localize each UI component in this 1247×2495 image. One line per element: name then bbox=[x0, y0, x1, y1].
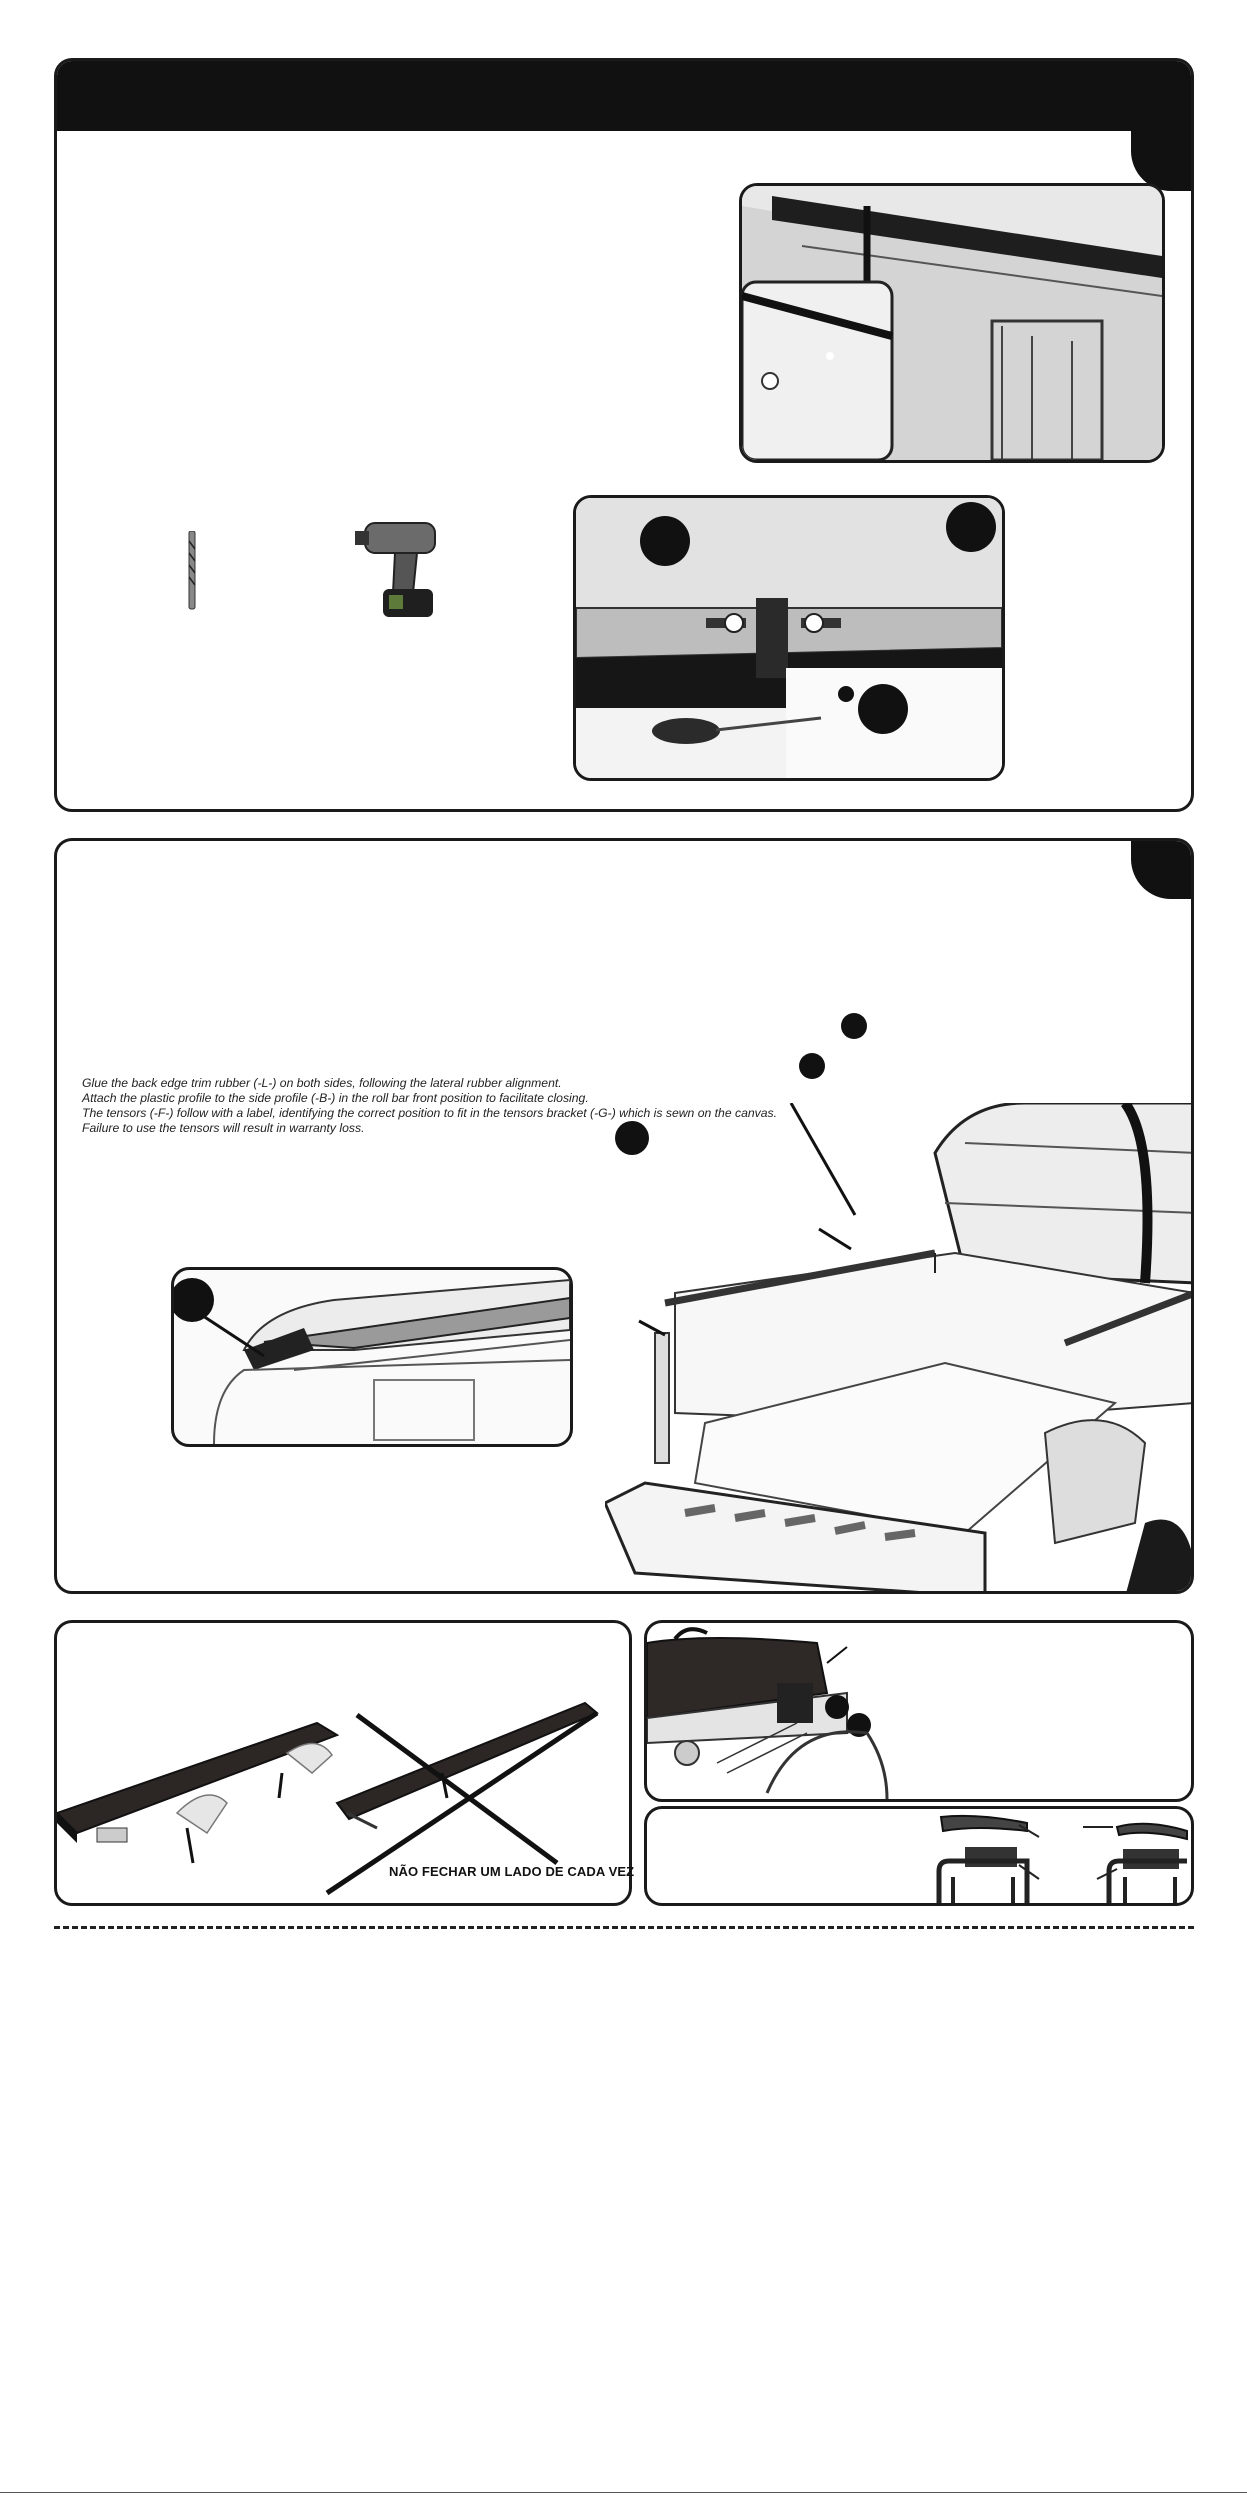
step-4-panel bbox=[644, 1620, 1194, 1802]
callout-circle bbox=[946, 502, 996, 552]
step-1-header-bar bbox=[57, 61, 1191, 131]
callout-circle bbox=[841, 1013, 867, 1039]
instruction-line: The tensors (-F-) follow with a label, i… bbox=[82, 1106, 777, 1120]
page-bottom-border bbox=[0, 2492, 1247, 2493]
instruction-line: Failure to use the tensors will result i… bbox=[82, 1121, 365, 1135]
truck-bed-illustration bbox=[605, 1013, 1191, 1591]
cut-line-divider bbox=[54, 1926, 1194, 1929]
callout-circle bbox=[858, 684, 908, 734]
drill-bit-illustration bbox=[185, 531, 199, 611]
callout-circle bbox=[174, 1278, 214, 1322]
rear-edge-closeup bbox=[171, 1267, 573, 1447]
rail-profile-illustration bbox=[936, 1814, 1188, 1903]
step-2-panel bbox=[54, 838, 1194, 1594]
cordless-drill-illustration bbox=[355, 513, 455, 623]
callout-circle bbox=[615, 1121, 649, 1155]
step-3-panel bbox=[54, 1620, 632, 1906]
instruction-line: Attach the plastic profile to the side p… bbox=[82, 1091, 589, 1105]
step-2-corner-tab bbox=[1131, 841, 1191, 899]
callout-circle bbox=[640, 516, 690, 566]
instruction-line: Glue the back edge trim rubber (-L-) on … bbox=[82, 1076, 562, 1090]
step-2-instructions: Glue the back edge trim rubber (-L-) on … bbox=[82, 1076, 782, 1136]
step-5-panel bbox=[644, 1806, 1194, 1906]
step-1-corner-tab bbox=[1131, 131, 1191, 191]
warning-text: NÃO FECHAR UM LADO DE CADA VEZ bbox=[389, 1864, 635, 1879]
bed-rail-illustration bbox=[739, 183, 1165, 463]
closing-cover-illustration bbox=[57, 1701, 599, 1896]
rollbar-screw-illustration bbox=[573, 495, 1005, 781]
tensor-bracket-illustration bbox=[647, 1627, 889, 1799]
step-1-panel bbox=[54, 58, 1194, 812]
callout-circle bbox=[799, 1053, 825, 1079]
